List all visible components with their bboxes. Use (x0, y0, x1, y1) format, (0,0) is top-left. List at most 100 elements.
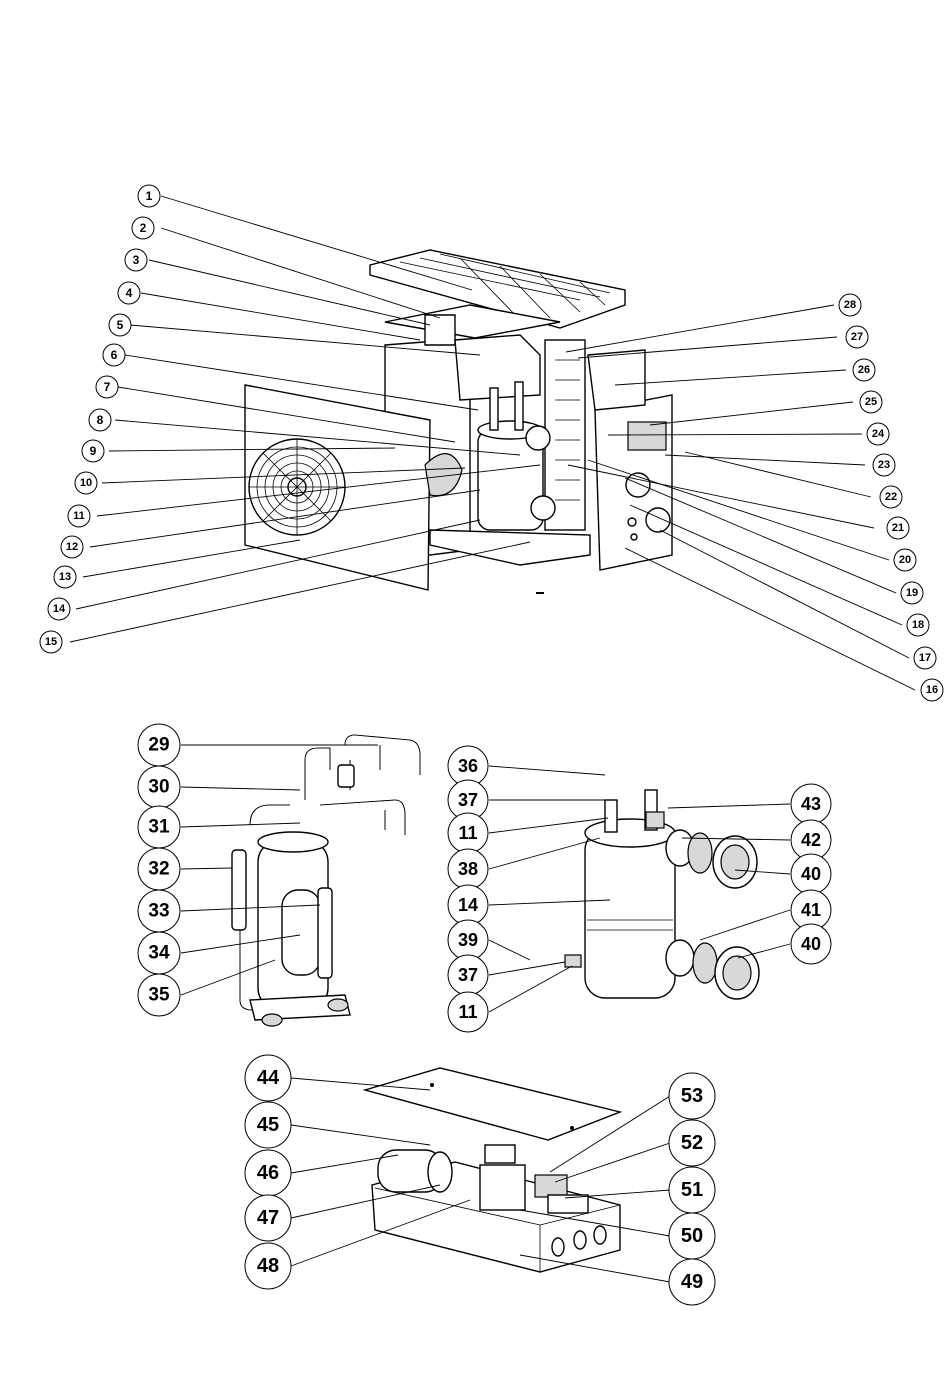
callout-27: 27 (846, 326, 868, 348)
svg-text:21: 21 (892, 522, 904, 534)
callout-6: 6 (103, 344, 125, 366)
svg-text:39: 39 (458, 930, 478, 950)
callout-34: 34 (138, 932, 180, 974)
svg-text:41: 41 (801, 900, 821, 920)
callout-47: 47 (245, 1195, 291, 1241)
callout-11-upper: 11 (448, 813, 488, 853)
callouts-top-left: 1 2 3 4 5 6 7 8 9 10 11 12 13 14 15 (40, 185, 160, 653)
svg-text:23: 23 (878, 459, 890, 471)
svg-text:47: 47 (257, 1207, 279, 1229)
callout-17: 17 (914, 647, 936, 669)
svg-text:22: 22 (885, 491, 897, 503)
svg-text:48: 48 (257, 1255, 279, 1277)
svg-text:19: 19 (906, 587, 918, 599)
callouts-top-right: 28 27 26 25 24 23 22 21 20 19 18 17 16 (839, 294, 943, 701)
callout-7: 7 (96, 376, 118, 398)
callout-29: 29 (138, 724, 180, 766)
svg-text:15: 15 (45, 636, 57, 648)
exchanger-assembly: 36 37 11 38 14 39 37 11 43 42 40 41 40 (448, 746, 831, 1032)
callouts-exchanger-left: 36 37 11 38 14 39 37 11 (448, 746, 488, 1032)
callout-15: 15 (40, 631, 62, 653)
svg-text:25: 25 (865, 396, 877, 408)
callout-40-lower: 40 (791, 924, 831, 964)
callout-11: 11 (68, 505, 90, 527)
callout-10: 10 (75, 472, 97, 494)
compressor-assembly: 29 30 31 32 33 34 35 (138, 724, 420, 1026)
svg-text:37: 37 (458, 965, 478, 985)
svg-text:52: 52 (681, 1132, 703, 1154)
svg-text:11: 11 (458, 823, 477, 843)
heat-pump-exploded-view: 1 2 3 4 5 6 7 8 9 10 11 12 13 14 15 28 2… (40, 185, 943, 701)
top-cover (370, 250, 625, 338)
svg-text:14: 14 (458, 895, 478, 915)
svg-text:32: 32 (148, 859, 169, 880)
callout-12: 12 (61, 536, 83, 558)
callout-5: 5 (109, 314, 131, 336)
callout-44: 44 (245, 1055, 291, 1101)
svg-text:33: 33 (148, 901, 169, 922)
callout-11-lower: 11 (448, 992, 488, 1032)
callout-33: 33 (138, 890, 180, 932)
callout-43: 43 (791, 784, 831, 824)
callouts-electrical-left: 44 45 46 47 48 (245, 1055, 291, 1289)
svg-text:24: 24 (872, 428, 885, 440)
svg-text:6: 6 (111, 348, 118, 362)
callout-53: 53 (669, 1073, 715, 1119)
svg-text:34: 34 (148, 943, 170, 964)
callout-45: 45 (245, 1102, 291, 1148)
svg-text:38: 38 (458, 859, 478, 879)
svg-text:2: 2 (140, 221, 147, 235)
callout-20: 20 (894, 549, 916, 571)
svg-text:16: 16 (926, 684, 938, 696)
callout-14: 14 (48, 598, 70, 620)
callout-25: 25 (860, 391, 882, 413)
callout-19: 19 (901, 582, 923, 604)
svg-text:37: 37 (458, 790, 478, 810)
callout-13: 13 (54, 566, 76, 588)
svg-text:5: 5 (117, 318, 124, 332)
svg-text:49: 49 (681, 1271, 703, 1293)
callout-9: 9 (82, 440, 104, 462)
callout-3: 3 (125, 249, 147, 271)
callout-38: 38 (448, 849, 488, 889)
bottom-union-fitting (666, 940, 759, 999)
svg-text:28: 28 (844, 299, 856, 311)
svg-text:40: 40 (801, 864, 821, 884)
side-panel (588, 350, 672, 570)
callout-28: 28 (839, 294, 861, 316)
svg-text:50: 50 (681, 1225, 703, 1247)
svg-text:17: 17 (919, 652, 931, 664)
svg-text:20: 20 (899, 554, 911, 566)
callout-50: 50 (669, 1213, 715, 1259)
svg-text:11: 11 (73, 510, 85, 522)
svg-text:35: 35 (148, 985, 170, 1006)
callout-18: 18 (907, 614, 929, 636)
callout-35: 35 (138, 974, 180, 1016)
svg-text:31: 31 (148, 817, 170, 838)
callouts-electrical-right: 53 52 51 50 49 (669, 1073, 715, 1305)
callouts-compressor: 29 30 31 32 33 34 35 (138, 724, 180, 1016)
svg-text:36: 36 (458, 756, 478, 776)
callout-1: 1 (138, 185, 160, 207)
svg-text:8: 8 (97, 413, 104, 427)
svg-text:42: 42 (801, 830, 821, 850)
callout-52: 52 (669, 1120, 715, 1166)
svg-text:27: 27 (851, 331, 863, 343)
svg-text:7: 7 (104, 380, 111, 394)
callout-32: 32 (138, 848, 180, 890)
callout-48: 48 (245, 1243, 291, 1289)
front-panel (245, 385, 430, 590)
svg-text:3: 3 (133, 253, 140, 267)
callout-49: 49 (669, 1259, 715, 1305)
callout-21: 21 (887, 517, 909, 539)
callout-31: 31 (138, 806, 180, 848)
callout-46: 46 (245, 1150, 291, 1196)
electrical-box-assembly: 44 45 46 47 48 53 52 51 50 49 (245, 1055, 715, 1305)
svg-text:18: 18 (912, 619, 924, 631)
svg-text:4: 4 (126, 286, 133, 300)
callout-14-exchanger: 14 (448, 885, 488, 925)
svg-text:40: 40 (801, 934, 821, 954)
heat-exchanger (478, 382, 555, 530)
callout-8: 8 (89, 409, 111, 431)
